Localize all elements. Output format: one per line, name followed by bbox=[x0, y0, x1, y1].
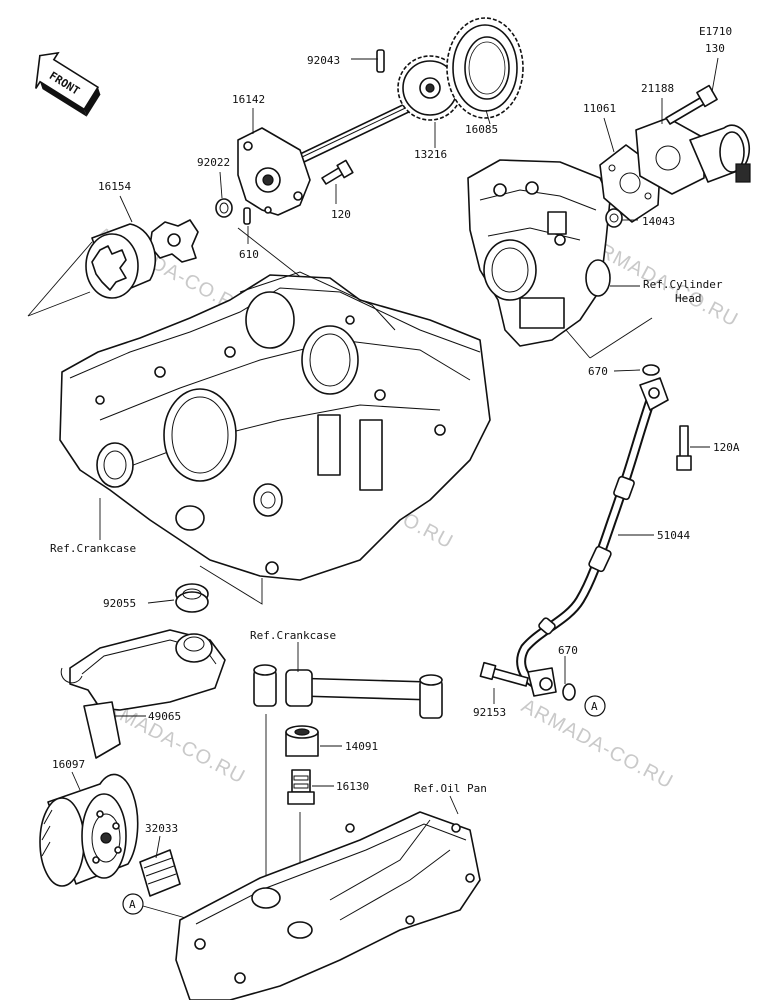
housing-21188 bbox=[635, 117, 751, 195]
inner-rotor bbox=[149, 219, 199, 263]
callout-16154: 16154 bbox=[98, 180, 131, 193]
oil-pipe-14091 bbox=[253, 664, 443, 719]
callout-16097: 16097 bbox=[52, 758, 85, 771]
callout-49065: 49065 bbox=[148, 710, 181, 723]
callout-92153: 92153 bbox=[473, 706, 506, 719]
pump-cover-16142 bbox=[237, 127, 311, 216]
oil-filter-16097 bbox=[39, 773, 139, 887]
o-ring-670-lower bbox=[562, 683, 576, 701]
callout-ref-cylinder-head-2: Head bbox=[675, 292, 702, 305]
callout-16130: 16130 bbox=[336, 780, 369, 793]
callout-ref-crankcase-left: Ref.Crankcase bbox=[50, 542, 136, 555]
seal-92055 bbox=[175, 583, 209, 613]
ring-gear-16085 bbox=[446, 17, 524, 119]
callout-e1710: E1710 bbox=[699, 25, 732, 38]
callout-16142: 16142 bbox=[232, 93, 265, 106]
bolt-92153 bbox=[479, 661, 529, 687]
callout-14043: 14043 bbox=[642, 215, 675, 228]
marker-a-label: A bbox=[591, 700, 598, 713]
callout-130: 130 bbox=[705, 42, 725, 55]
leader bbox=[199, 565, 263, 605]
pump-gear-13216 bbox=[397, 55, 463, 121]
pin-92043 bbox=[376, 49, 385, 73]
callout-ref-oil-pan: Ref.Oil Pan bbox=[414, 782, 487, 795]
nut-14043 bbox=[605, 208, 623, 228]
outer-rotor-16154 bbox=[85, 223, 157, 299]
callout-92043: 92043 bbox=[307, 54, 340, 67]
callout-120: 120 bbox=[331, 208, 351, 221]
crankcase-body bbox=[59, 271, 491, 581]
callout-21188: 21188 bbox=[641, 82, 674, 95]
callout-51044: 51044 bbox=[657, 529, 690, 542]
oil-pan-ref bbox=[175, 811, 481, 1000]
collar-14091 bbox=[285, 725, 319, 757]
fitting-32033 bbox=[139, 849, 181, 897]
callout-14091: 14091 bbox=[345, 740, 378, 753]
bolt-120a bbox=[676, 425, 692, 471]
ring-92022 bbox=[215, 198, 233, 218]
callout-670-lower: 670 bbox=[558, 644, 578, 657]
callout-610: 610 bbox=[239, 248, 259, 261]
callout-13216: 13216 bbox=[414, 148, 447, 161]
o-ring-670 bbox=[642, 364, 660, 376]
callout-120a: 120A bbox=[713, 441, 740, 454]
cylinder-head-ref bbox=[467, 159, 611, 347]
callout-11061: 11061 bbox=[583, 102, 616, 115]
callout-ref-cylinder-head: Ref.Cylinder bbox=[643, 278, 723, 291]
oil-pipe-51044 bbox=[516, 377, 669, 697]
dowel-610 bbox=[243, 207, 251, 225]
callout-32033: 32033 bbox=[145, 822, 178, 835]
callout-92022: 92022 bbox=[197, 156, 230, 169]
callout-16085: 16085 bbox=[465, 123, 498, 136]
callout-92055: 92055 bbox=[103, 597, 136, 610]
marker-a-left: A bbox=[122, 893, 144, 915]
marker-a-right: A bbox=[584, 695, 606, 717]
callout-670-upper: 670 bbox=[588, 365, 608, 378]
relief-valve-16130 bbox=[287, 769, 315, 805]
callout-ref-crankcase-center: Ref.Crankcase bbox=[250, 629, 336, 642]
marker-a-label: A bbox=[129, 898, 136, 911]
front-direction-badge: FRONT bbox=[35, 51, 101, 117]
strainer-49065 bbox=[60, 629, 226, 759]
bolt-120 bbox=[321, 159, 354, 185]
